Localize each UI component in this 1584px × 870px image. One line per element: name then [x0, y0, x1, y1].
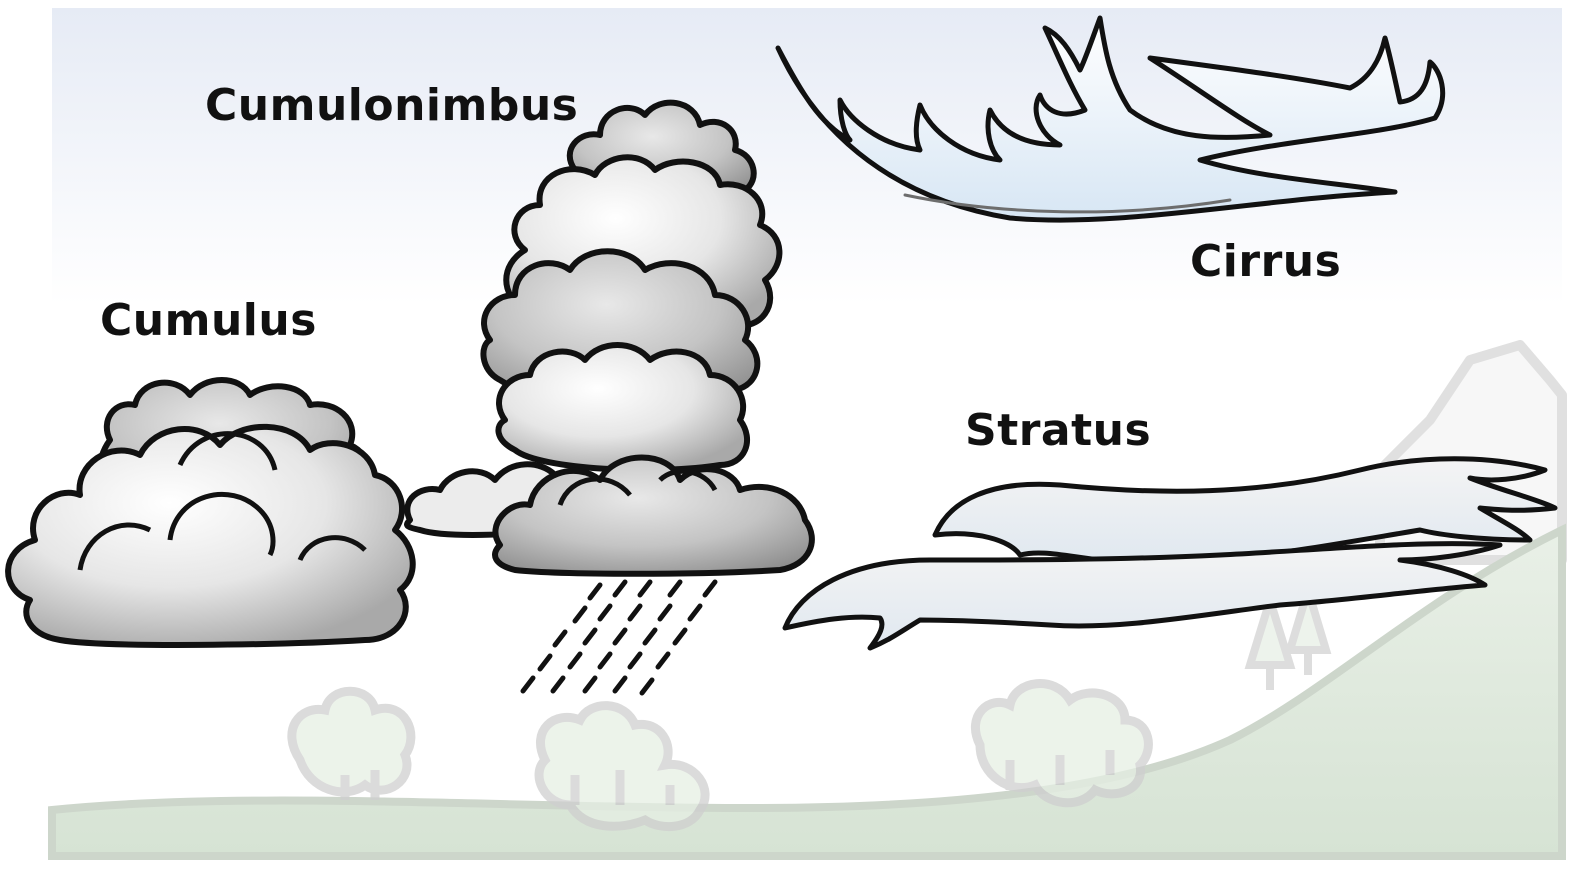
- cumulus-label: Cumulus: [100, 295, 317, 346]
- cirrus-label: Cirrus: [1190, 236, 1341, 287]
- cumulonimbus-label: Cumulonimbus: [205, 80, 578, 131]
- stratus-label: Stratus: [965, 405, 1151, 456]
- tree-group-right: [975, 684, 1148, 803]
